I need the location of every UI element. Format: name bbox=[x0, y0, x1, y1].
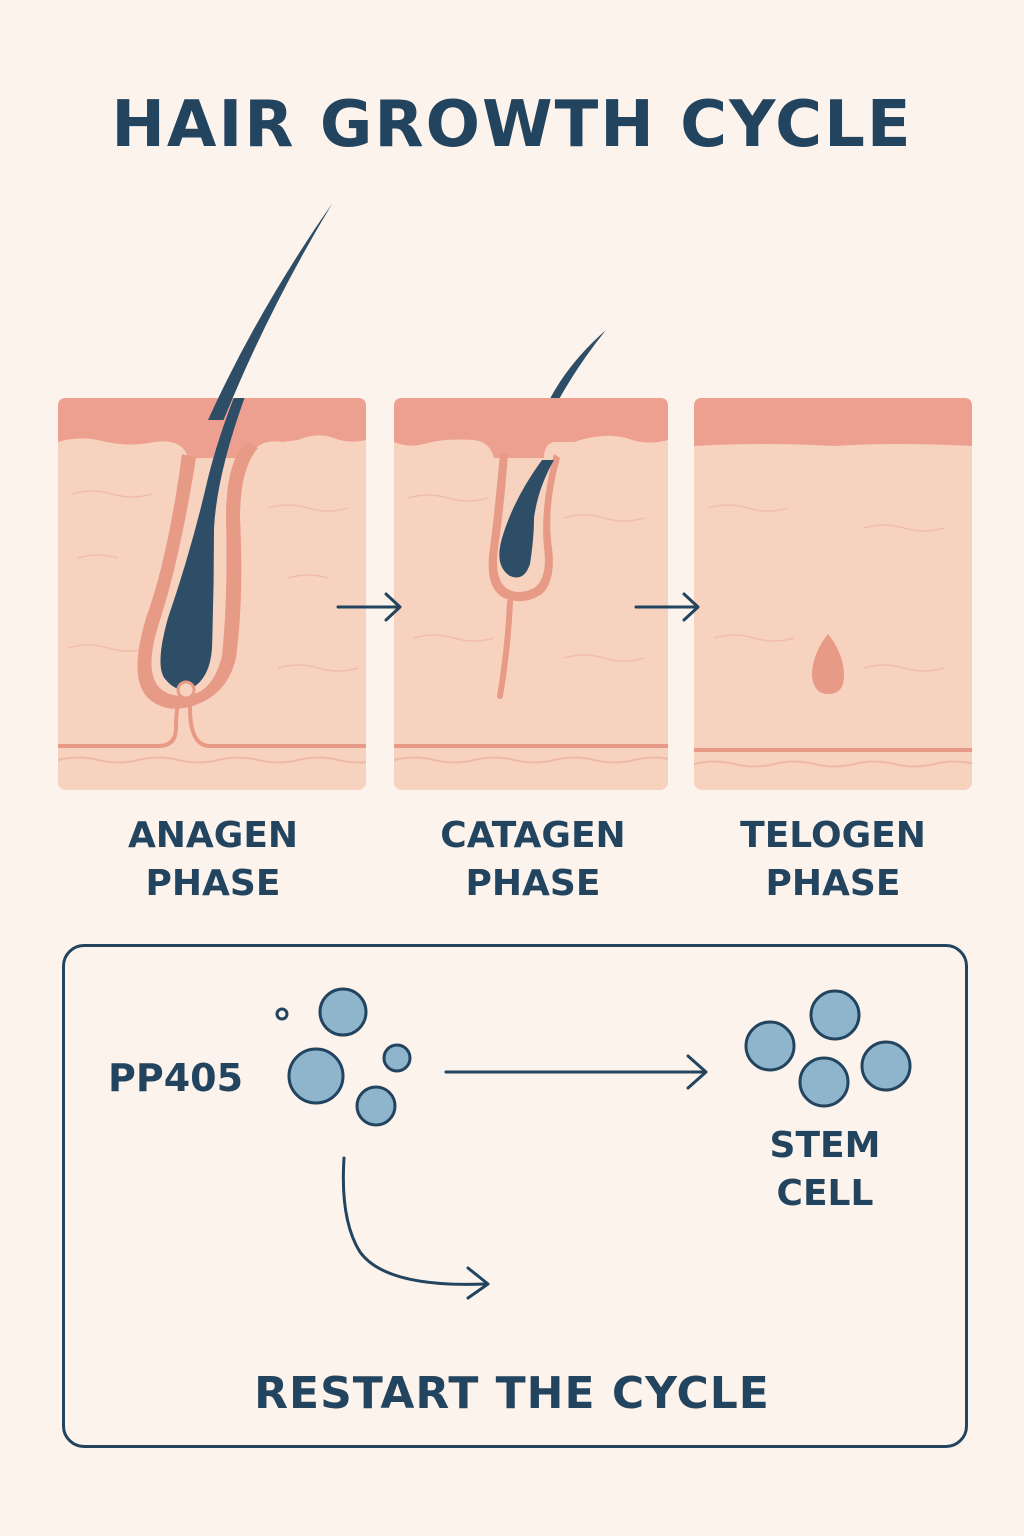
page-title: HAIR GROWTH CYCLE bbox=[111, 88, 913, 162]
phase-name: TELOGEN bbox=[740, 815, 926, 856]
pp405-molecules bbox=[275, 987, 412, 1127]
stem-cells bbox=[744, 989, 912, 1108]
phase-suffix: PHASE bbox=[145, 863, 281, 904]
stem-cell-line1: STEM bbox=[769, 1125, 881, 1166]
stem-cell-line2: CELL bbox=[776, 1173, 874, 1214]
catagen-skin-panel bbox=[394, 398, 668, 790]
arrow-right-icon bbox=[336, 592, 402, 622]
phase-name: ANAGEN bbox=[127, 815, 299, 856]
stem-cell-label: STEM CELL bbox=[740, 1122, 910, 1218]
arrow-right-icon bbox=[634, 592, 700, 622]
anagen-phase-label: ANAGEN PHASE bbox=[98, 812, 328, 908]
telogen-skin-panel bbox=[694, 398, 972, 790]
pp405-label: PP405 bbox=[108, 1056, 244, 1100]
telogen-phase-label: TELOGEN PHASE bbox=[718, 812, 948, 908]
phase-suffix: PHASE bbox=[765, 863, 901, 904]
catagen-phase-label: CATAGEN PHASE bbox=[418, 812, 648, 908]
restart-cycle-label: RESTART THE CYCLE bbox=[254, 1368, 770, 1419]
anagen-skin-panel bbox=[58, 398, 366, 790]
anagen-hair-shaft bbox=[208, 204, 606, 420]
mechanism-box bbox=[62, 944, 968, 1448]
phase-name: CATAGEN bbox=[440, 815, 626, 856]
phase-suffix: PHASE bbox=[465, 863, 601, 904]
